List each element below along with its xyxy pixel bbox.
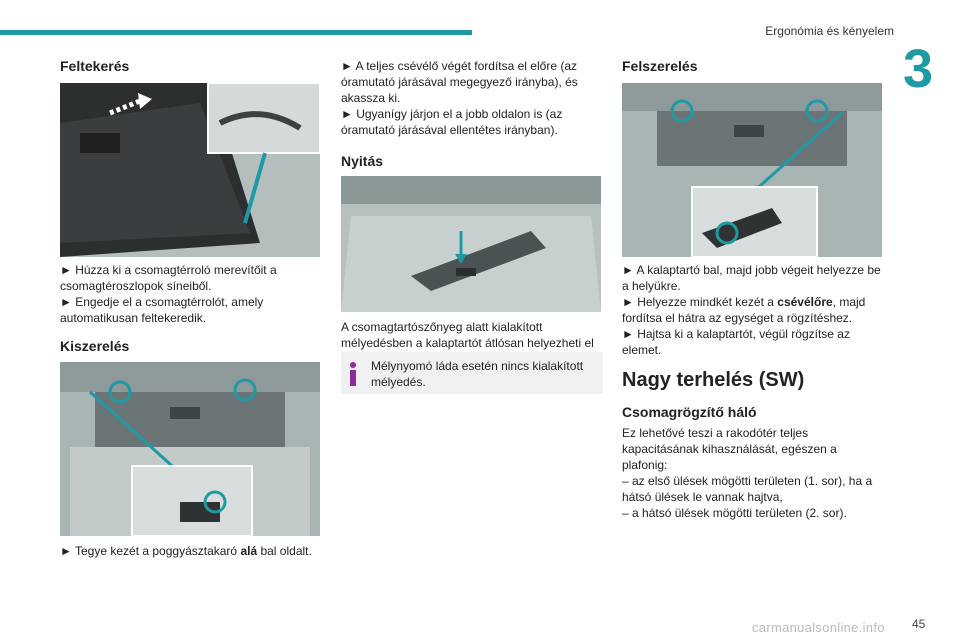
page-number: 45 (912, 617, 926, 631)
watermark: carmanualsonline.info (752, 620, 885, 635)
illustration-removal (60, 362, 320, 536)
text-felszereles-step3: ► Hajtsa ki a kalaptartót, végül rögzíts… (622, 327, 850, 357)
heading-felszereles: Felszerelés (622, 58, 698, 74)
info-icon (350, 362, 356, 386)
text-nyitas: A csomagtartószőnyeg alatt kialakított m… (341, 320, 594, 350)
text-felszereles-step2: ► Helyezze mindkét kezét a csévélőre, ma… (622, 295, 866, 325)
illustration-installation (622, 83, 882, 257)
text-feltekeres-step2: ► Engedje el a csomagtérrolót, amely aut… (60, 295, 264, 325)
section-title: Ergonómia és kényelem (765, 24, 894, 38)
illustration-retract (60, 83, 320, 257)
text-kiszereles-step: ► Tegye kezét a poggyásztakaró alá bal o… (60, 544, 312, 558)
text-halo-item1: – az első ülések mögötti területen (1. s… (622, 474, 873, 504)
text-unhook-step2: ► Ugyanígy járjon el a jobb oldalon is (… (341, 107, 563, 137)
text-feltekeres-step1: ► Húzza ki a csomagtérroló merevítőit a … (60, 263, 277, 293)
chapter-number: 3 (903, 39, 934, 99)
info-text: Mélynyomó láda esetén nincs kialakított … (371, 359, 584, 389)
text-felszereles-step1: ► A kalaptartó bal, majd jobb végeit hel… (622, 263, 881, 293)
text-halo-intro: Ez lehetővé teszi a rakodótér teljes kap… (622, 426, 837, 472)
header-accent-bar (0, 30, 472, 35)
info-box: Mélynyomó láda esetén nincs kialakított … (341, 352, 603, 394)
illustration-storage (341, 176, 601, 312)
heading-nagy-terheles: Nagy terhelés (SW) (622, 369, 805, 391)
heading-nyitas: Nyitás (341, 153, 384, 169)
text-unhook-step1: ► A teljes csévélő végét fordítsa el elő… (341, 59, 578, 105)
heading-feltekeres: Feltekerés (60, 58, 130, 74)
text-halo-item2: – a hátsó ülések mögötti területen (2. s… (622, 506, 847, 520)
heading-kiszereles: Kiszerelés (60, 338, 130, 354)
heading-csomagrogzito-halo: Csomagrögzítő háló (622, 404, 757, 420)
